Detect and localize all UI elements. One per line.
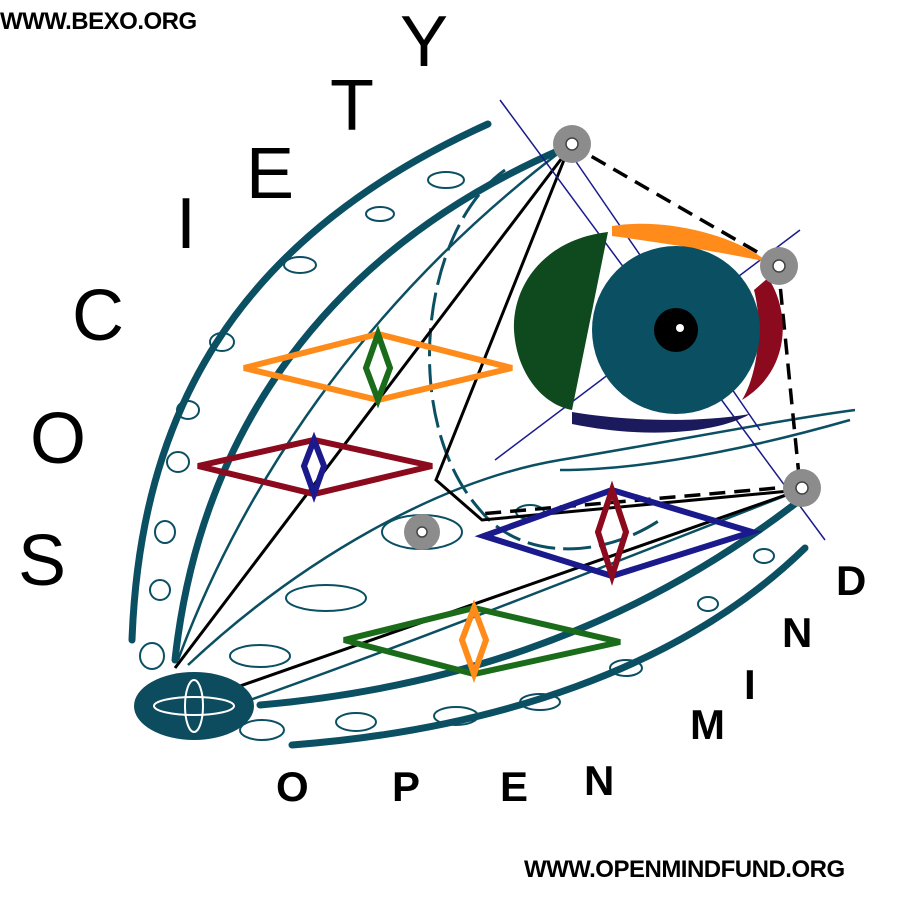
cell-oval — [365, 206, 395, 222]
eye-highlight — [676, 324, 684, 332]
cell-oval — [229, 644, 291, 668]
open-letter: P — [392, 763, 421, 810]
structure-lines — [173, 149, 801, 702]
eye-navy-lower — [572, 412, 750, 433]
openmindfund-url: WWW.OPENMINDFUND.ORG — [524, 856, 845, 883]
bent-line — [434, 149, 801, 522]
dashed-edge — [776, 263, 802, 487]
society-letter: I — [176, 184, 197, 264]
society-letter: S — [18, 521, 67, 601]
cell-oval — [139, 642, 165, 670]
vein-curve — [176, 151, 561, 661]
inner-wing-curve — [171, 146, 564, 664]
cell-oval — [154, 520, 176, 544]
dashed-edge — [569, 142, 779, 266]
red-diamond — [197, 436, 433, 498]
diamonds — [197, 324, 763, 684]
society-letter: O — [30, 399, 87, 479]
lower-wing-curve — [256, 496, 804, 709]
orange-inner-diamond — [458, 599, 490, 684]
vein-curve — [559, 418, 851, 472]
eye-red-lid — [742, 278, 783, 400]
cell-oval — [519, 693, 561, 711]
green-inner-diamond — [362, 324, 394, 409]
navy-diamond — [474, 486, 763, 580]
network-node-icon — [553, 125, 591, 163]
red-inner-diamond — [594, 480, 630, 586]
orange-diamond — [243, 330, 513, 404]
seed-oval — [134, 672, 254, 740]
cell-oval — [239, 719, 285, 741]
root-seed-icon — [134, 672, 254, 740]
network-nodes — [404, 125, 821, 550]
eye-green-lid — [513, 232, 608, 410]
bottom-wing-curve — [288, 544, 809, 749]
cell-oval — [166, 451, 190, 473]
mind-letter: N — [782, 609, 813, 656]
dashed-orbit-arc — [427, 168, 661, 551]
cell-oval — [209, 332, 235, 352]
leaf-veins — [176, 151, 856, 702]
seed-inner-v — [184, 679, 204, 733]
network-node-icon — [760, 247, 798, 285]
green-diamond — [343, 604, 621, 678]
mind-letter: M — [690, 701, 725, 748]
vein-curve — [187, 408, 856, 666]
cell-oval — [753, 548, 775, 564]
navy-inner-diamond — [300, 431, 328, 503]
bexo-url: WWW.BEXO.ORG — [0, 8, 197, 35]
cell-oval — [427, 171, 465, 189]
eye-icon — [513, 223, 783, 433]
vein-curve — [249, 488, 801, 702]
seed-inner-h — [153, 696, 235, 716]
cell-oval — [697, 596, 719, 612]
society-letter: T — [330, 66, 374, 146]
society-letter: Y — [400, 2, 449, 82]
open-letter: E — [500, 763, 529, 810]
network-node-icon — [783, 469, 821, 507]
network-node-icon — [404, 514, 440, 550]
society-letter: E — [246, 134, 295, 214]
outer-wing-curve — [128, 120, 492, 644]
open-letter: N — [584, 757, 615, 804]
spine-line — [173, 149, 570, 669]
mind-letter: I — [744, 661, 756, 708]
cell-oval — [285, 584, 367, 612]
cell-oval — [283, 256, 317, 274]
spine-line — [199, 488, 801, 702]
mind-letter: D — [836, 557, 867, 604]
cell-oval — [149, 579, 171, 601]
open-letter: O — [276, 763, 309, 810]
cell-oval — [609, 659, 643, 677]
eye-orange-brow — [612, 223, 768, 262]
cell-oval — [335, 712, 377, 732]
cell-oval — [176, 400, 200, 420]
cell-oval — [433, 706, 479, 726]
society-letter: C — [72, 276, 124, 356]
eye-pupil — [654, 308, 698, 352]
